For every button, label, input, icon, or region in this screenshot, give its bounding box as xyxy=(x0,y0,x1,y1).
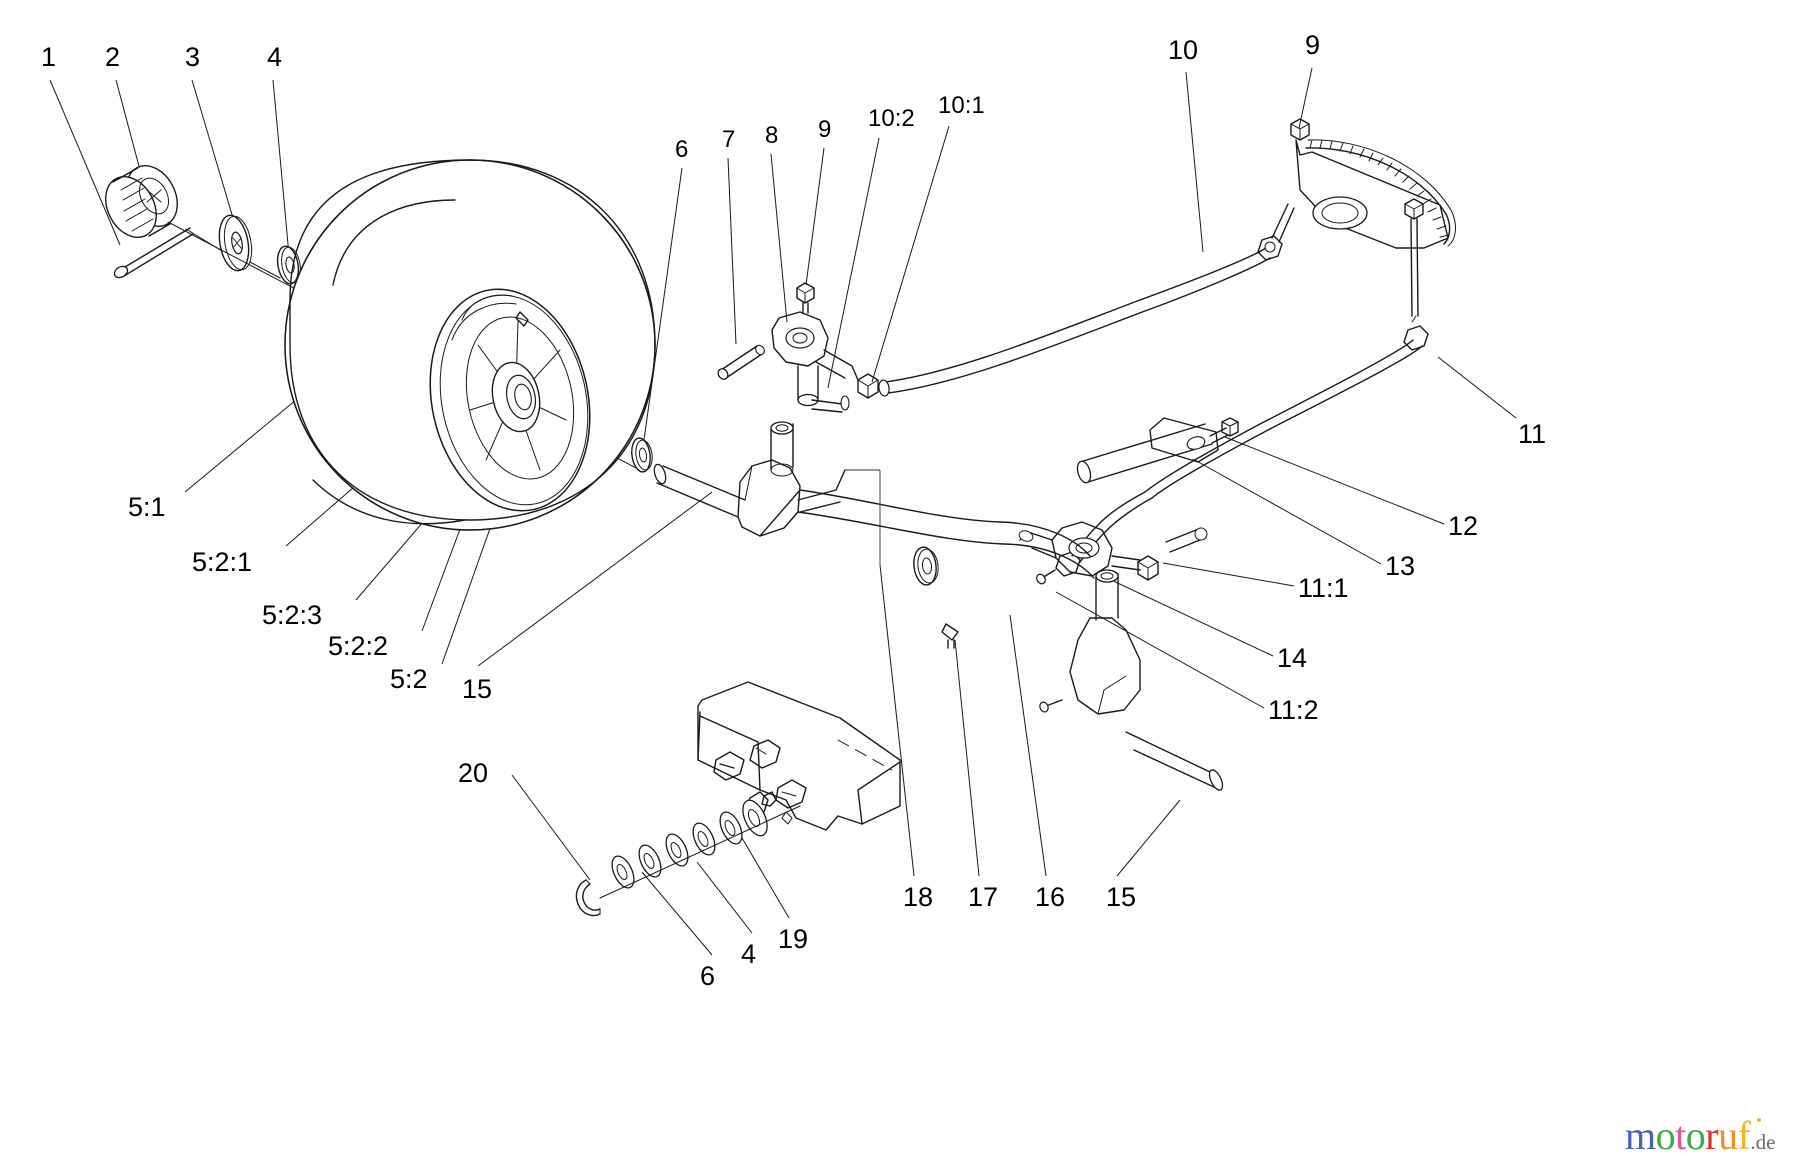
callout-label-5-2: 5:2 xyxy=(390,664,428,694)
callout-label-6: 6 xyxy=(700,961,716,991)
part-front-axle-beam xyxy=(759,489,1095,579)
watermark-letter-5: u xyxy=(1718,1113,1738,1158)
leader-line-4 xyxy=(272,79,290,256)
washer-stack xyxy=(611,799,768,889)
callout-label-16: 16 xyxy=(1035,882,1066,912)
callout-label-4: 4 xyxy=(267,42,283,72)
part-steering-sector-gear xyxy=(1295,139,1456,317)
part-steering-arm-left xyxy=(771,311,859,413)
leader-line-4 xyxy=(696,861,753,934)
callout-label-9: 9 xyxy=(818,116,832,143)
leader-line-11-2 xyxy=(1055,591,1265,709)
leader-line-3 xyxy=(191,79,237,229)
leader-line-8 xyxy=(770,153,788,323)
part-nut-right-sector xyxy=(1290,118,1310,141)
part-nut-left xyxy=(796,282,815,314)
part-drag-link-rod xyxy=(878,203,1295,397)
callout-label-7: 7 xyxy=(722,126,736,153)
part-tie-rod-link xyxy=(1076,417,1239,484)
callout-label-3: 3 xyxy=(185,42,201,72)
leader-line-10-1 xyxy=(871,125,950,383)
part-rod-jam-nut xyxy=(857,373,879,399)
motoruf-watermark: motoruf.de xyxy=(1625,1112,1775,1159)
part-tire-and-wheel xyxy=(284,159,656,531)
leader-line-18 xyxy=(879,564,915,877)
callout-label-1: 1 xyxy=(41,42,57,72)
callout-label-20: 20 xyxy=(458,758,489,788)
part-axle-spacer-washer xyxy=(631,437,653,473)
callout-label-13: 13 xyxy=(1385,551,1416,581)
part-hub-cap xyxy=(105,165,178,238)
callout-label-6: 6 xyxy=(675,136,689,163)
leader-line-6 xyxy=(641,871,713,956)
callout-label-11-2: 11:2 xyxy=(1268,695,1319,725)
leader-line-19 xyxy=(741,837,790,919)
callout-label-11-1: 11:1 xyxy=(1298,573,1349,603)
callout-label-15: 15 xyxy=(1106,882,1137,912)
leader-line-10-2 xyxy=(827,137,880,389)
leader-line-9 xyxy=(1298,67,1313,129)
callout-label-17: 17 xyxy=(968,882,999,912)
watermark-dot xyxy=(1757,1118,1761,1122)
part-large-washer xyxy=(218,214,253,272)
leader-line-1 xyxy=(49,79,121,246)
callout-label-19: 19 xyxy=(778,924,809,954)
callout-label-18: 18 xyxy=(903,882,934,912)
part-sheet-metal-bracket xyxy=(697,681,901,831)
part-grease-fitting-left xyxy=(717,344,765,380)
callout-label-15: 15 xyxy=(462,674,493,704)
watermark-letter-2: t xyxy=(1675,1113,1686,1158)
watermark-letter-4: r xyxy=(1705,1113,1719,1158)
part-axle-washer-mid xyxy=(913,546,939,586)
leader-line-13 xyxy=(1192,458,1382,565)
watermark-letter-0: m xyxy=(1625,1113,1656,1158)
leader-line-6 xyxy=(642,167,683,448)
leader-line-11-1 xyxy=(1162,562,1295,587)
leader-line-7 xyxy=(727,157,737,345)
leader-line-11 xyxy=(1437,356,1517,419)
leader-line-12 xyxy=(1224,436,1445,525)
part-left-spindle xyxy=(653,421,846,537)
part-right-spindle xyxy=(1039,569,1224,791)
callout-label-2: 2 xyxy=(105,42,121,72)
part-steering-arm-right xyxy=(1018,521,1208,581)
part-grease-fitting-center xyxy=(941,623,959,649)
watermark-suffix: .de xyxy=(1750,1130,1776,1154)
callout-label-4: 4 xyxy=(741,939,757,969)
leader-line-15 xyxy=(1116,799,1181,877)
callout-label-5-2-3: 5:2:3 xyxy=(262,600,323,630)
leader-line-10 xyxy=(1185,71,1204,253)
callout-label-9: 9 xyxy=(1305,30,1321,60)
leader-line-17 xyxy=(954,639,980,877)
callout-label-10-2: 10:2 xyxy=(868,105,915,132)
leader-line-20 xyxy=(511,774,591,881)
part-retaining-ring-and-washers xyxy=(575,791,801,917)
callout-label-5-1: 5:1 xyxy=(128,492,166,522)
leader-line-15 xyxy=(477,491,713,667)
callout-label-10: 10 xyxy=(1168,35,1199,65)
callout-label-5-2-2: 5:2:2 xyxy=(328,631,389,661)
watermark-letter-1: o xyxy=(1655,1113,1676,1158)
callout-label-5-2-1: 5:2:1 xyxy=(192,547,253,577)
callout-label-10-1: 10:1 xyxy=(938,92,985,119)
leader-line-14 xyxy=(1106,577,1274,657)
leader-line-9 xyxy=(805,147,825,286)
callout-leader-lines xyxy=(49,67,1517,956)
watermark-letter-6: f xyxy=(1737,1113,1751,1158)
callout-label-12: 12 xyxy=(1448,511,1479,541)
part-cotter-pin xyxy=(113,227,194,279)
callout-label-8: 8 xyxy=(765,122,779,149)
watermark-letter-3: o xyxy=(1685,1113,1706,1158)
callout-label-14: 14 xyxy=(1277,643,1308,673)
callout-label-11: 11 xyxy=(1518,419,1547,449)
leader-line-16 xyxy=(1009,614,1047,877)
